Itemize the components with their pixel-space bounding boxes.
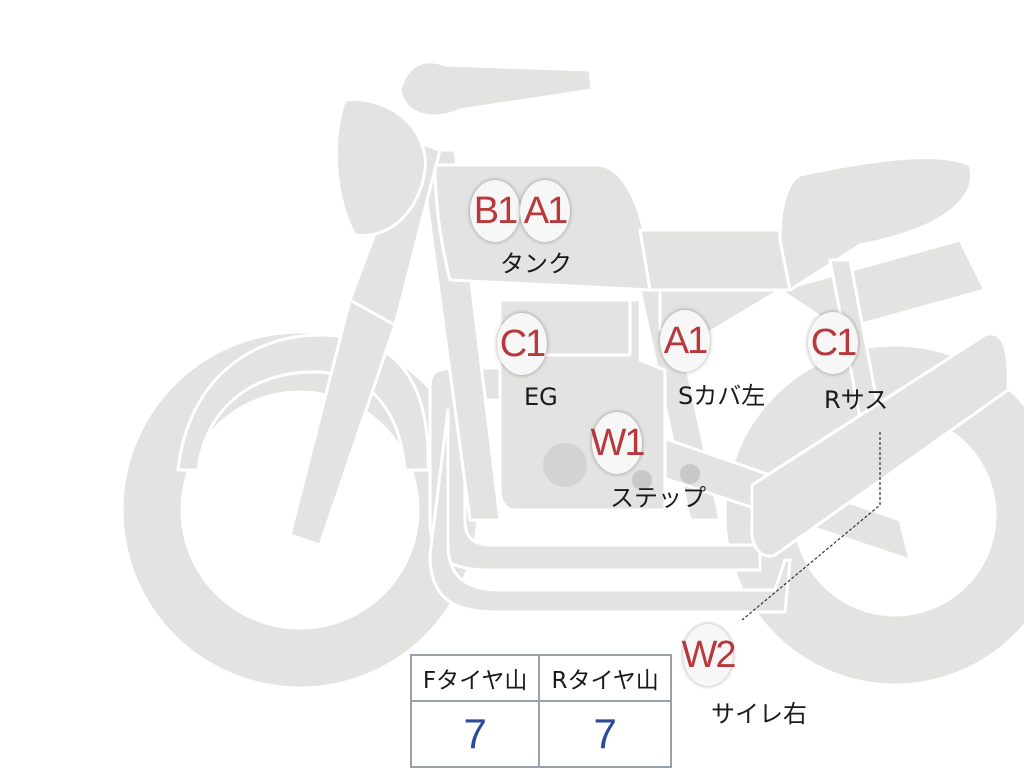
marker-code: W1 <box>591 412 646 474</box>
front-tire-value: 7 <box>409 700 541 768</box>
front-tire-header: Fタイヤ山 <box>409 654 541 702</box>
marker-code: W2 <box>682 624 737 686</box>
marker-code: A1 <box>520 180 570 242</box>
handlebar <box>398 60 594 118</box>
footpeg-right <box>680 464 700 484</box>
rear-tire-header: Rタイヤ山 <box>538 654 672 702</box>
seat <box>778 156 973 292</box>
marker-label: ステップ <box>610 484 706 512</box>
tire-tread-table: Fタイヤ山 Rタイヤ山 7 7 <box>409 654 672 768</box>
frame-down-tube <box>418 148 502 522</box>
seat-base <box>638 228 792 292</box>
marker-code: A1 <box>660 310 710 372</box>
marker-label: Rサス <box>824 386 889 414</box>
marker-code: C1 <box>497 313 547 375</box>
marker-label: Sカバ左 <box>678 382 766 410</box>
marker-code: B1 <box>470 180 520 242</box>
exhaust-pipe-lower <box>428 408 792 614</box>
footpeg-left <box>632 470 652 490</box>
engine-cover <box>543 443 587 487</box>
marker-code: C1 <box>808 312 858 374</box>
table-header-row: Fタイヤ山 Rタイヤ山 <box>409 654 672 702</box>
table-value-row: 7 7 <box>409 700 672 768</box>
headlight <box>334 98 427 238</box>
marker-label: タンク <box>500 250 572 278</box>
marker-label: サイレ右 <box>711 700 807 728</box>
marker-label: EG <box>524 383 558 411</box>
leader-line <box>741 432 881 621</box>
rear-tire-value: 7 <box>538 700 672 768</box>
